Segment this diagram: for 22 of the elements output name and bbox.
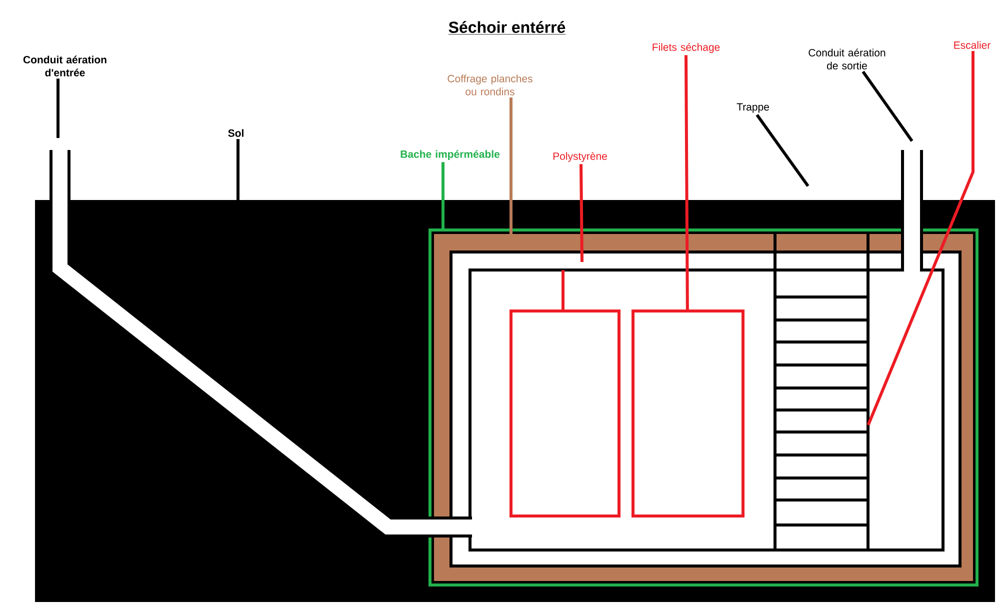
callout-label: Bache impérméable <box>400 150 500 160</box>
leader-line <box>236 139 240 200</box>
callout-label: Conduit aération d'entrée <box>23 56 106 76</box>
leader-line <box>56 78 60 138</box>
callout-label: Trappe <box>736 103 769 113</box>
leader-line <box>866 51 975 426</box>
leader-line <box>510 98 512 236</box>
callout-label: Coffrage planches ou rondins <box>448 74 532 96</box>
leader-line <box>442 162 444 230</box>
leader-line <box>756 114 810 187</box>
drying-rack <box>632 310 744 518</box>
callout-label: Sol <box>228 129 244 137</box>
stair-drawing <box>774 234 870 550</box>
callout-label: Polystyrène <box>553 152 607 162</box>
callout-label: Filets séchage <box>652 43 720 53</box>
leader-line <box>684 55 689 310</box>
leader-line <box>862 70 914 142</box>
callout-label: Conduit aération de sortie <box>808 48 886 70</box>
leader-line <box>580 164 584 262</box>
drying-rack <box>510 310 620 518</box>
callout-label: Escalier <box>954 41 990 49</box>
title: Séchoir entérré <box>448 21 566 35</box>
